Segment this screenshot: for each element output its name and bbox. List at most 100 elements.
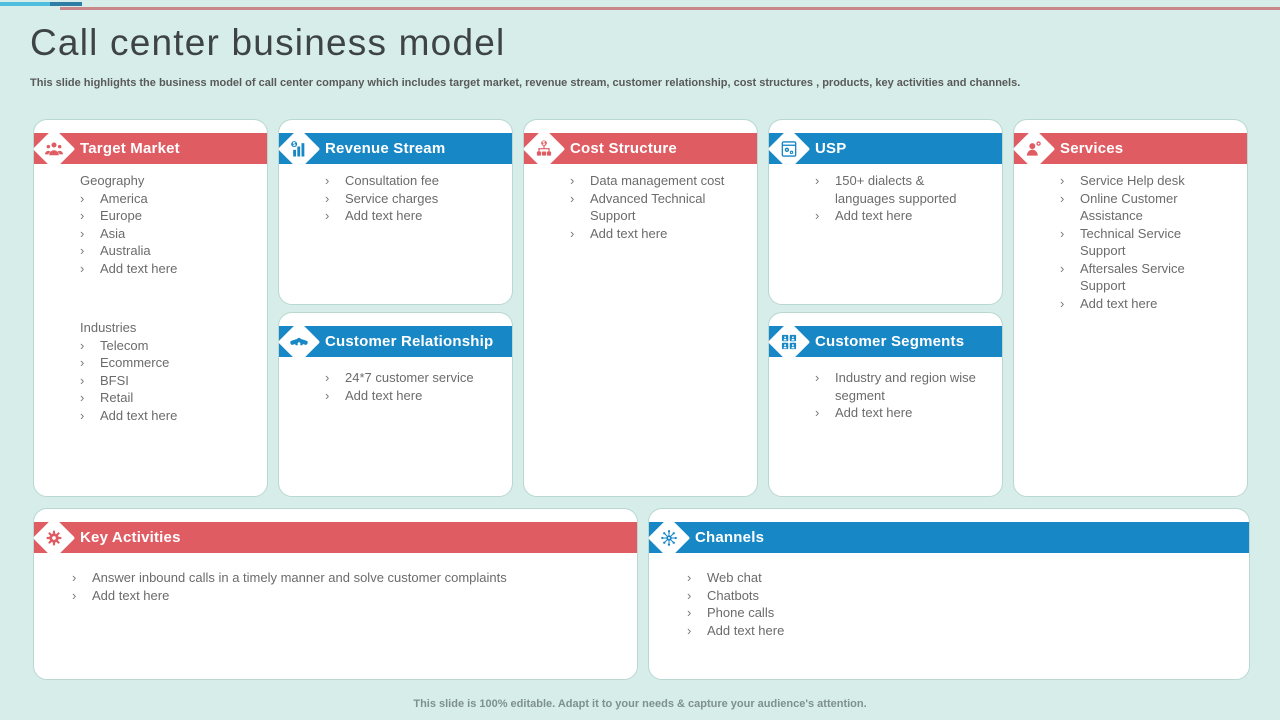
footer-note: This slide is 100% editable. Adapt it to…	[413, 698, 867, 710]
chevron-bullet-icon: ›	[815, 370, 820, 385]
diamond-badge	[767, 127, 811, 170]
chevron-bullet-icon: ›	[815, 405, 820, 420]
machine-gears-icon	[774, 134, 804, 164]
list-item-text: Add text here	[707, 622, 785, 638]
list-item: › BFSI	[80, 372, 241, 390]
list-item-text: America	[100, 190, 148, 206]
page-subtitle: This slide highlights the business model…	[30, 77, 1021, 89]
diamond-badge	[32, 516, 76, 559]
card-header-cost-structure: $ Cost Structure	[522, 127, 757, 170]
card-key-activities: Key Activities ›Answer inbound calls in …	[32, 508, 638, 680]
block-heading: Geography	[80, 173, 145, 188]
chevron-bullet-icon: ›	[325, 387, 330, 403]
list-item-text: Industry and region wise segment	[835, 370, 976, 403]
list-item-text: Advanced Technical Support	[590, 190, 706, 224]
list-item-text: Europe	[100, 208, 142, 223]
list-item: ›Asia	[80, 225, 241, 243]
list-item: ›Europe	[80, 207, 241, 225]
list-item: ›Answer inbound calls in a timely manner…	[72, 569, 607, 587]
gear-icon	[39, 523, 69, 553]
chevron-bullet-icon: ›	[72, 570, 77, 585]
diamond-badge: $	[522, 127, 566, 170]
list-item-text: Online Customer Assistance	[1080, 190, 1178, 224]
card-body-customer-segments: › Industry and region wise segment › Add te…	[769, 357, 1002, 496]
card-title: Customer Relationship	[325, 333, 494, 350]
list-item-text: Add text here	[590, 225, 668, 241]
card-body-customer-relationship: ›24*7 customer service›Add text here	[279, 357, 512, 496]
list-item: ›Data management cost	[570, 172, 731, 190]
card-customer-segments: Customer Segments › Industry and region w…	[767, 312, 1003, 497]
list-item-text: Aftersales Service Support	[1080, 260, 1185, 294]
card-title: Target Market	[80, 140, 180, 157]
card-usp: USP › 150+ dialects & languages supported…	[767, 119, 1003, 305]
chevron-bullet-icon: ›	[80, 372, 85, 388]
card-body-cost-structure: ›Data management cost›Advanced Technical…	[524, 164, 757, 496]
audience-icon	[39, 134, 69, 164]
page-title: Call center business model	[30, 22, 506, 63]
list-item: ›24*7 customer service	[325, 369, 486, 387]
chevron-bullet-icon: ›	[570, 190, 575, 206]
chevron-bullet-icon: ›	[570, 225, 575, 241]
card-body-services: ›Service Help desk›Online Customer Assis…	[1014, 164, 1247, 496]
chevron-bullet-icon: ›	[687, 605, 692, 620]
revenue-chart-icon: $	[284, 134, 314, 164]
card-channels: Channels ›Web chat›Chatbots›Phone calls›…	[647, 508, 1250, 680]
top-accent-cyan-bar	[0, 2, 50, 6]
list-item-text: Service charges	[345, 190, 439, 206]
chevron-bullet-icon: ›	[325, 370, 330, 385]
diamond-badge	[32, 127, 76, 170]
chevron-bullet-icon: ›	[815, 173, 820, 188]
list-item-text: Add text here	[345, 208, 423, 223]
chevron-bullet-icon: ›	[687, 622, 692, 638]
card-body-usp: › 150+ dialects & languages supported› Add…	[769, 164, 1002, 304]
list-item-text: Add text here	[835, 405, 913, 420]
chevron-bullet-icon: ›	[80, 243, 85, 258]
card-header-channels: Channels	[647, 516, 1249, 559]
list-item-text: Add text here	[835, 208, 913, 223]
card-title: Customer Segments	[815, 333, 965, 350]
svg-text:$: $	[542, 141, 545, 147]
list-item: › Add text here	[815, 404, 976, 422]
chevron-bullet-icon: ›	[325, 208, 330, 223]
list-item: › 150+ dialects & languages supported	[815, 172, 976, 207]
card-title: Revenue Stream	[325, 140, 446, 157]
list-item: ›Add text here	[325, 387, 486, 405]
card-title: Channels	[695, 529, 765, 546]
card-header-key-activities: Key Activities	[32, 516, 637, 559]
top-accent-red-line	[60, 7, 1280, 10]
segments-grid-icon	[774, 327, 804, 357]
diamond-badge	[767, 320, 811, 363]
list-item: › Consultation fee	[325, 172, 486, 190]
list-item-text: BFSI	[100, 372, 129, 388]
chevron-bullet-icon: ›	[570, 173, 575, 188]
list-item-text: Service Help desk	[1080, 173, 1185, 188]
chevron-bullet-icon: ›	[1060, 260, 1065, 276]
list-item-text: Consultation fee	[345, 173, 439, 188]
list-item-text: 150+ dialects & languages supported	[835, 173, 957, 206]
list-item-text: Add text here	[92, 587, 170, 603]
list-item-text: Asia	[100, 225, 126, 241]
handshake-icon	[284, 327, 314, 357]
list-item: ›Web chat	[687, 569, 1219, 587]
list-item: ›Add text here	[80, 260, 241, 278]
card-title: USP	[815, 140, 847, 157]
diamond-badge	[1012, 127, 1056, 170]
chevron-bullet-icon: ›	[325, 173, 330, 188]
list-item-text: Add text here	[1080, 295, 1158, 311]
list-item: › Add text here	[325, 207, 486, 225]
list-item: ›Phone calls	[687, 604, 1219, 622]
card-services: Services ›Service Help desk›Online Custo…	[1012, 119, 1248, 497]
list-item: ›Australia	[80, 242, 241, 260]
list-item-text: Retail	[100, 390, 134, 405]
card-header-usp: USP	[767, 127, 1002, 170]
card-header-target-market: Target Market	[32, 127, 267, 170]
diamond-badge	[647, 516, 691, 559]
list-item-text: Chatbots	[707, 587, 760, 603]
chevron-bullet-icon: ›	[687, 587, 692, 603]
list-item: ›Add text here	[80, 407, 241, 425]
list-item: ›Technical Service Support	[1060, 225, 1221, 260]
list-item: ›America	[80, 190, 241, 208]
chevron-bullet-icon: ›	[80, 260, 85, 276]
card-cost-structure: $ Cost Structure ›Data management cost›A…	[522, 119, 758, 497]
list-item: ›Telecom	[80, 337, 241, 355]
